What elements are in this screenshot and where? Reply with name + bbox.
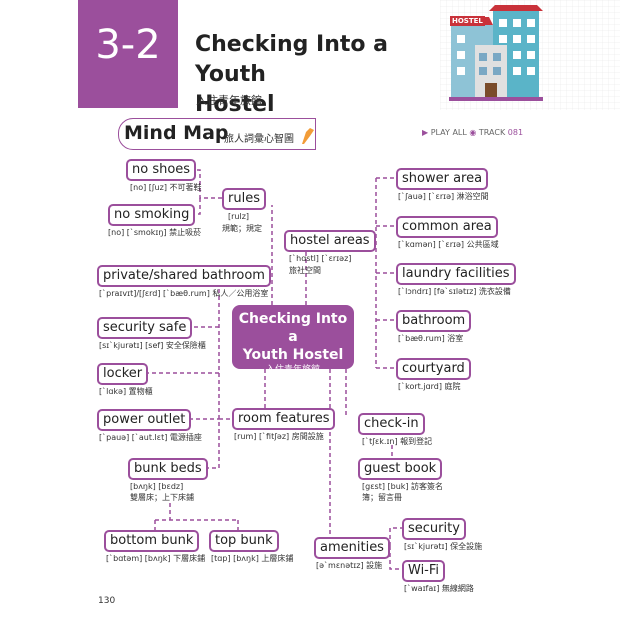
zh-hostel-areas: 旅社空間 [289,266,321,275]
term-check-in: check-in [358,413,425,435]
ipa-locker: [ˋlɑkə] 置物櫃 [99,387,153,396]
term-power-outlet: power outlet [97,409,192,431]
ipa-power-outlet: [ˋpauə] [ˋaut.lɛt] 電源插座 [99,433,202,442]
chapter-number: 3-2 [95,22,161,68]
term-laundry-facilities: laundry facilities [396,263,516,285]
ipa-private-shared-bathroom: [ˋpraɪvɪt]/[ʃɛrd] [ˋbæθ.rum] 私人／公用浴室 [99,289,269,298]
term-no-smoking: no smoking [108,204,196,226]
ipa-no-smoking: [no] [ˋsmokɪŋ] 禁止吸菸 [108,228,202,237]
ipa-shower-area: [ˋʃauə] [ˋɛrɪə] 淋浴空間 [398,192,489,201]
ipa-guest-book: [gɛst] [buk] 訪客簽名 [362,482,444,491]
title-line-1: Checking Into a Youth [195,32,388,87]
audio-track[interactable]: ▶ PLAY ALL ◉ TRACK 081 [422,128,523,137]
mindmap-subtitle: 旅人詞彙心智圖 [224,134,294,145]
term-private-shared-bathroom: private/shared bathroom [97,265,271,287]
hostel-sign: HOSTEL [450,16,485,26]
play-all-label: PLAY ALL [430,128,467,137]
term-guest-book: guest book [358,458,443,480]
ipa-top-bunk: [tɑp] [bʌŋk] 上層床鋪 [211,554,294,563]
hostel-building-icon [449,5,543,101]
term-security: security [402,518,466,540]
center-subtitle: 入住青年旅館 [265,365,320,375]
term-top-bunk: top bunk [209,530,279,552]
ipa-room-features: [rum] [ˋfitʃəz] 房間設施 [234,432,324,441]
term-no-shoes: no shoes [126,159,197,181]
ipa-amenities: [əˋmɛnətɪz] 設施 [316,561,383,570]
ipa-common-area: [ˋkɑmən] [ˋɛrɪə] 公共區域 [398,240,499,249]
term-bunk-beds: bunk beds [128,458,208,480]
zh-bunk-beds: 雙層床；上下床鋪 [130,493,194,502]
term-bottom-bunk: bottom bunk [104,530,200,552]
page-number: 130 [98,596,116,606]
mindmap-header-frame [118,118,316,150]
center-title: Checking Into a Youth Hostel [232,305,354,364]
ipa-no-shoes: [no] [ʃuz] 不可著鞋 [130,183,202,192]
term-wifi: Wi-Fi [402,560,446,582]
page-title: Checking Into a Youth Hostel [195,30,455,120]
term-bathroom: bathroom [396,310,472,332]
center-title-line-2: Youth Hostel [242,347,344,363]
ipa-laundry-facilities: [ˋlɔndrɪ] [fəˋsɪlətɪz] 洗衣設備 [398,287,511,296]
track-label: TRACK [478,128,506,137]
page-subtitle: 入住青年旅館 [196,94,262,107]
chapter-tab [78,0,178,108]
ipa-bathroom: [ˋbæθ.rum] 浴室 [398,334,464,343]
ipa-security: [sɪˋkjurətɪ] 保全設施 [404,542,483,551]
term-room-features: room features [232,408,336,430]
term-hostel-areas: hostel areas [284,230,376,252]
pencil-icon [302,128,314,144]
term-locker: locker [97,363,149,385]
ipa-wifi: [ˋwaɪfaɪ] 無線網路 [404,584,474,593]
track-icon: ◉ [469,128,477,137]
center-title-line-1: Checking Into a [238,311,348,345]
term-common-area: common area [396,216,498,238]
mindmap-title: Mind Map [124,122,229,144]
ipa-rules: [rulz] [228,212,250,221]
term-amenities: amenities [314,537,390,559]
track-number: 081 [507,128,524,137]
zh-rules: 規範；規定 [222,224,262,233]
term-rules: rules [222,188,266,210]
title-line-2: Hostel [195,92,275,117]
ipa-bunk-beds: [bʌŋk] [bɛdz] [130,482,184,491]
ipa-security-safe: [sɪˋkjurətɪ] [sef] 安全保險櫃 [99,341,206,350]
ipa-courtyard: [ˋkort.jɑrd] 庭院 [398,382,461,391]
mindmap-center-node: Checking Into a Youth Hostel 入住青年旅館 [232,305,354,375]
zh-guest-book: 簿；留言冊 [362,493,402,502]
play-icon: ▶ [422,128,429,137]
term-courtyard: courtyard [396,358,471,380]
term-shower-area: shower area [396,168,489,190]
ipa-check-in: [ˋtʃɛk.ɪn] 報到登記 [362,437,433,446]
ipa-bottom-bunk: [ˋbɑtəm] [bʌŋk] 下層床鋪 [106,554,206,563]
term-security-safe: security safe [97,317,193,339]
ipa-hostel-areas: [ˋhɑstl] [ˋɛrɪəz] [289,254,352,263]
